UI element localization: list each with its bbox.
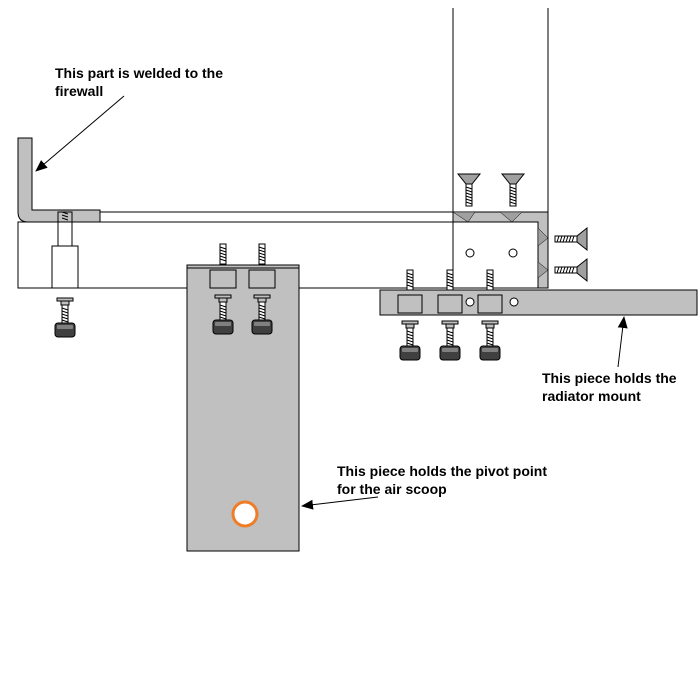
pivot-hole	[231, 500, 259, 528]
radiator-annotation-line2: radiator mount	[542, 388, 641, 404]
arrow-icon	[301, 496, 379, 510]
stud-pivot-left	[219, 243, 227, 265]
countersunk-screw-icon	[554, 227, 588, 251]
firewall-annotation: This part is welded to the firewall	[55, 64, 223, 100]
socket-cap-screw-icon	[439, 320, 461, 361]
firewall-bracket	[17, 137, 101, 223]
firewall-post	[51, 211, 79, 289]
countersunk-screw-icon	[554, 258, 588, 282]
countersunk-screw-icon	[501, 173, 525, 207]
socket-cap-screw-icon	[399, 320, 421, 361]
arrow-icon	[35, 95, 125, 172]
radiator-annotation-line1: This piece holds the	[542, 370, 677, 386]
pivot-annotation-line2: for the air scoop	[337, 481, 447, 497]
stud-radiator-3	[486, 269, 494, 291]
countersunk-screw-icon	[457, 173, 481, 207]
firewall-annotation-line1: This part is welded to the	[55, 65, 224, 81]
socket-cap-screw-icon	[479, 320, 501, 361]
corner-bracket	[452, 211, 549, 289]
radiator-annotation: This piece holds the radiator mount	[542, 369, 677, 405]
firewall-annotation-line2: firewall	[55, 83, 104, 99]
pivot-annotation: This piece holds the pivot point for the…	[337, 462, 547, 498]
pivot-plate	[186, 264, 300, 552]
pivot-annotation-line1: This piece holds the pivot point	[337, 463, 548, 479]
stud-radiator-1	[406, 269, 414, 291]
radiator-mount-plate	[379, 289, 698, 316]
stud-radiator-2	[446, 269, 454, 291]
socket-cap-screw-icon	[54, 297, 76, 338]
arrow-icon	[617, 316, 628, 368]
stud-pivot-right	[258, 243, 266, 265]
